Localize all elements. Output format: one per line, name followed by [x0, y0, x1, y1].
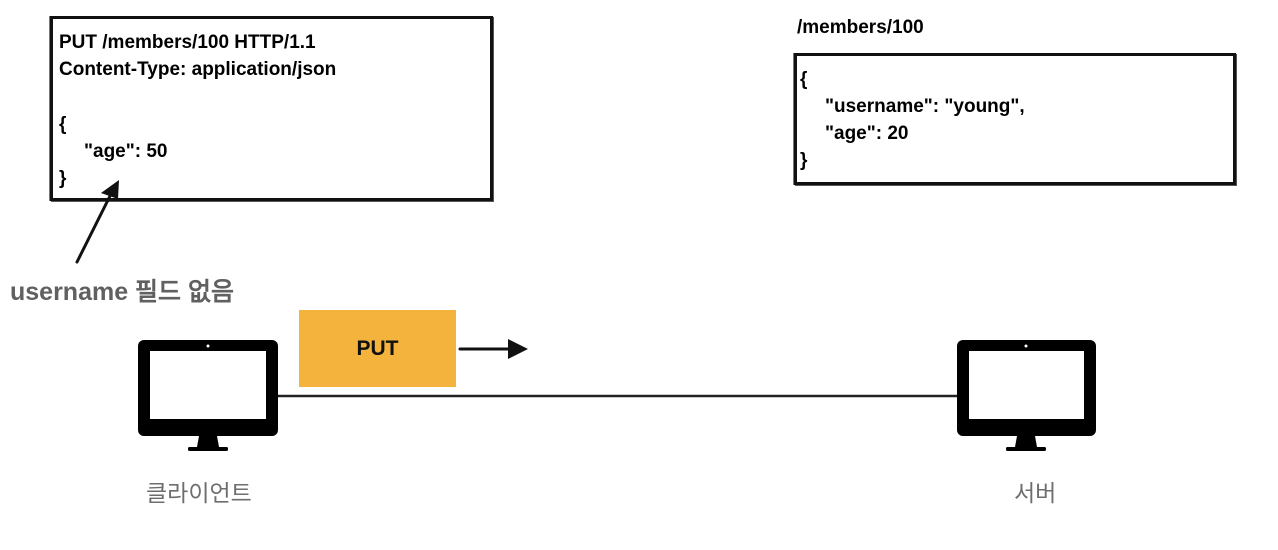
request-message-box: PUT /members/100 HTTP/1.1 Content-Type: …: [50, 16, 493, 201]
client-monitor-icon: [138, 340, 278, 451]
request-body-close-brace: }: [59, 168, 67, 189]
resource-close-brace: }: [800, 150, 808, 171]
request-direction-arrow: [458, 339, 528, 359]
request-header-content-type: Content-Type: application/json: [59, 59, 337, 80]
client-label: 클라이언트: [146, 480, 252, 506]
request-body-open-brace: {: [59, 114, 67, 135]
resource-state-box: { "username": "young", "age": 20 }: [794, 53, 1236, 185]
server-monitor-icon: [957, 340, 1096, 451]
server-label: 서버: [1014, 480, 1057, 506]
method-label: PUT: [356, 336, 399, 360]
method-put-box: PUT: [299, 310, 456, 387]
missing-field-annotation: username 필드 없음: [10, 278, 235, 306]
request-body-age-field: "age": 50: [84, 141, 168, 162]
resource-open-brace: {: [800, 69, 808, 90]
resource-path: /members/100: [797, 17, 924, 38]
resource-age-field: "age": 20: [825, 123, 909, 144]
resource-username-field: "username": "young",: [825, 96, 1025, 117]
request-line: PUT /members/100 HTTP/1.1: [59, 32, 316, 53]
